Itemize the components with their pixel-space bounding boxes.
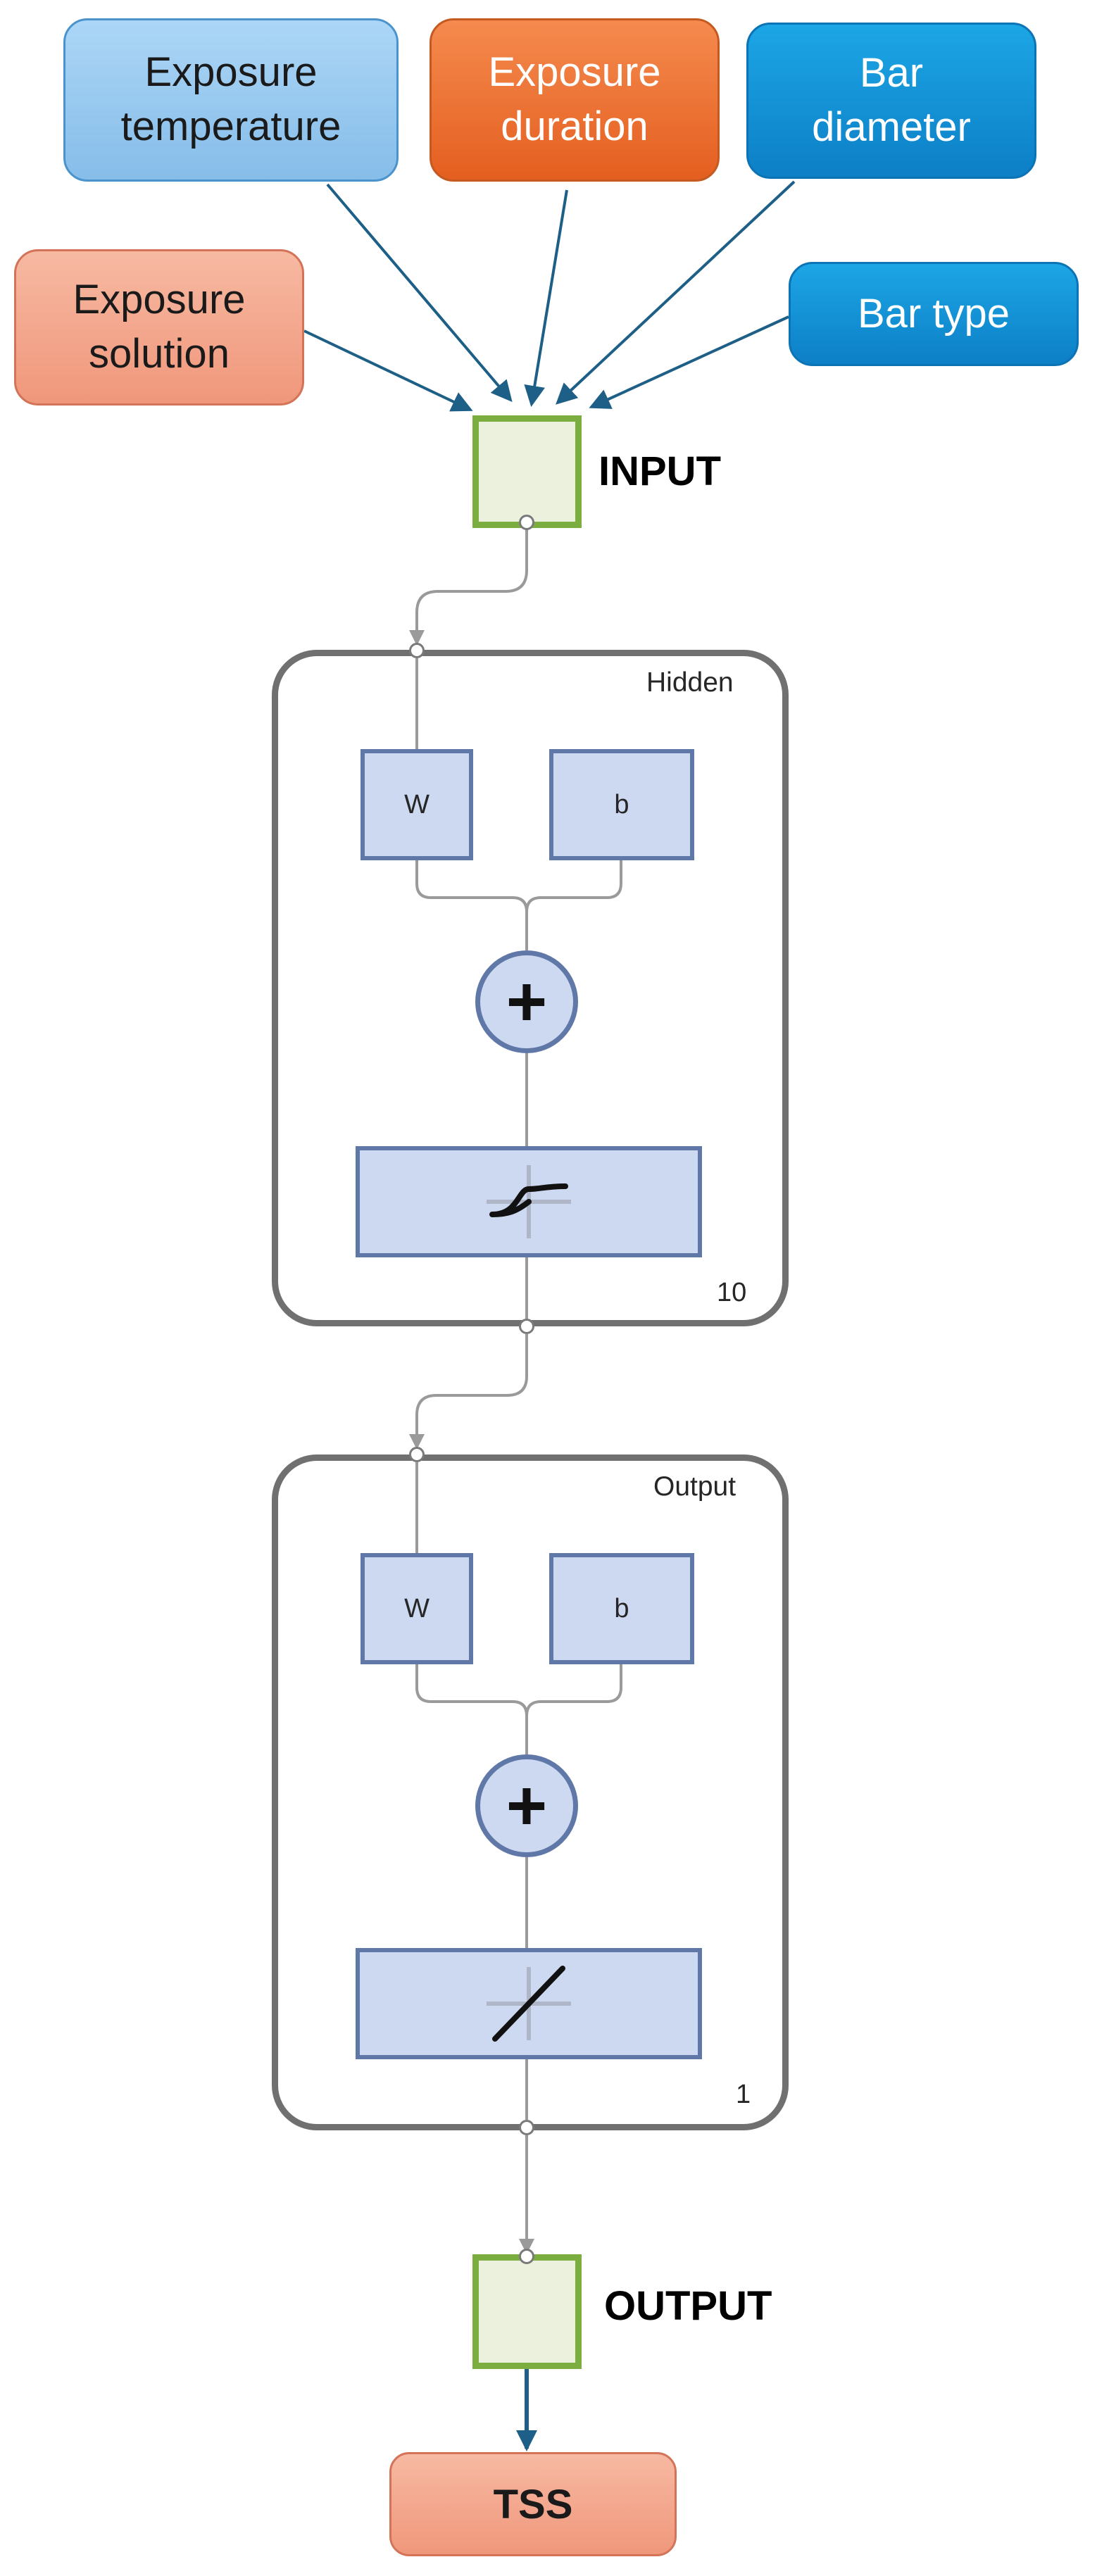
- output-weight-label: W: [404, 1593, 430, 1623]
- hidden-weight-block: W: [361, 749, 473, 860]
- hidden-layer-name: Hidden: [646, 667, 734, 698]
- input-exposure-temperature: Exposure temperature: [63, 18, 399, 182]
- input-bar-diameter: Bar diameter: [746, 23, 1036, 179]
- hidden-layer-in-port: [409, 643, 425, 658]
- output-sum-node: +: [475, 1754, 578, 1857]
- signal-lines: [409, 522, 622, 2254]
- hidden-sum-node: +: [475, 950, 578, 1053]
- output-w-b-merge: [415, 1664, 622, 1754]
- input-bar-type-label: Bar type: [858, 290, 1010, 337]
- output-layer-in-port: [409, 1447, 425, 1462]
- hidden-sum-symbol: +: [506, 962, 548, 1041]
- output-bias-label: b: [614, 1593, 629, 1623]
- tansig-icon: [487, 1165, 571, 1238]
- arrow-exposure-temperature: [326, 183, 513, 403]
- hidden-layer-out-port: [519, 1319, 534, 1334]
- purelin-icon: [487, 1966, 571, 2042]
- output-label: OUTPUT: [604, 2283, 772, 2329]
- input-exposure-duration-label: Exposure duration: [488, 49, 661, 149]
- input-node: [472, 415, 582, 528]
- output-sum-symbol: +: [506, 1766, 548, 1845]
- target-tss-label: TSS: [493, 2481, 573, 2527]
- output-node: [472, 2254, 582, 2369]
- hidden-bias-block: b: [549, 749, 694, 860]
- input-to-hidden: [409, 522, 528, 646]
- hidden-weight-label: W: [404, 789, 430, 819]
- input-exposure-solution: Exposure solution: [14, 249, 304, 406]
- output-layer-out-port: [519, 2120, 534, 2135]
- arrow-bar-diameter: [556, 180, 796, 405]
- arrow-bar-type: [589, 315, 789, 409]
- hidden-transfer-block: [356, 1146, 702, 1257]
- output-node-port: [519, 2249, 534, 2264]
- input-arrows: [303, 180, 796, 412]
- hidden-layer-size: 10: [717, 1278, 747, 1307]
- hidden-bias-label: b: [614, 789, 629, 819]
- input-node-port: [519, 515, 534, 530]
- arrow-exposure-solution: [303, 329, 473, 412]
- output-layer-size: 1: [736, 2080, 751, 2109]
- output-transfer-block: [356, 1948, 702, 2059]
- input-bar-type: Bar type: [789, 262, 1079, 366]
- input-exposure-duration: Exposure duration: [430, 18, 720, 182]
- input-bar-diameter-label: Bar diameter: [812, 50, 971, 150]
- target-tss: TSS: [389, 2452, 677, 2556]
- output-bias-block: b: [549, 1553, 694, 1664]
- hidden-w-b-merge: [415, 860, 622, 950]
- input-label: INPUT: [598, 448, 721, 494]
- output-layer-name: Output: [653, 1471, 736, 1502]
- hidden-to-output: [409, 1334, 528, 1450]
- arrow-exposure-duration: [524, 189, 568, 407]
- input-exposure-temperature-label: Exposure temperature: [120, 49, 341, 149]
- output-weight-block: W: [361, 1553, 473, 1664]
- input-exposure-solution-label: Exposure solution: [73, 277, 246, 377]
